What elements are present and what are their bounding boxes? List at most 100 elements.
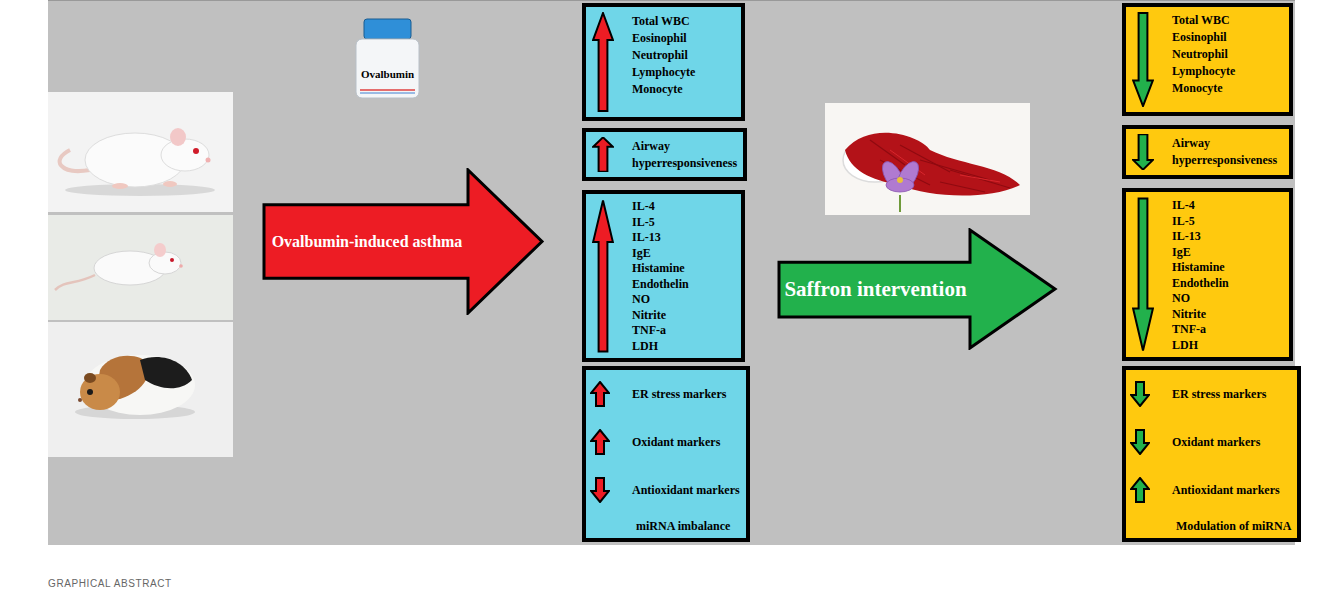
finding-item: TNF-a xyxy=(1172,322,1283,338)
trend-arrow xyxy=(1132,197,1154,352)
finding-list: Airway hyperresponsiveness xyxy=(1126,129,1289,173)
finding-item: Total WBC xyxy=(1172,12,1283,29)
finding-item: ER stress markers xyxy=(632,387,732,402)
finding-item: ER stress markers xyxy=(1172,387,1272,402)
finding-item: Lymphocyte xyxy=(1172,63,1283,80)
finding-item: Neutrophil xyxy=(632,47,735,64)
finding-box: IL-4IL-5IL-13IgEHistamineEndothelinNONit… xyxy=(582,190,745,362)
finding-item: NO xyxy=(632,292,735,308)
finding-row: ER stress markers xyxy=(1126,370,1297,418)
bottle-stripe xyxy=(360,89,415,91)
finding-item: Monocyte xyxy=(1172,80,1283,97)
finding-item: Eosinophil xyxy=(632,30,735,47)
arrow-shape xyxy=(1131,430,1149,454)
finding-item: IgE xyxy=(1172,245,1283,261)
finding-box: IL-4IL-5IL-13IgEHistamineEndothelinNONit… xyxy=(1122,188,1293,361)
finding-row: miRNA imbalance xyxy=(586,514,746,538)
finding-item: IL-5 xyxy=(632,215,735,231)
saffron-photo xyxy=(825,103,1030,215)
finding-item: Endothelin xyxy=(632,277,735,293)
finding-list: Total WBCEosinophilNeutrophilLymphocyteM… xyxy=(586,7,741,102)
finding-item: Lymphocyte xyxy=(632,64,735,81)
trend-arrow xyxy=(1132,12,1154,107)
caption: GRAPHICAL ABSTRACT xyxy=(48,578,172,589)
trend-arrow-small xyxy=(1130,381,1150,407)
finding-box: ER stress markersOxidant markersAntioxid… xyxy=(1122,366,1301,542)
trend-arrow xyxy=(1132,134,1154,170)
finding-item: Total WBC xyxy=(632,13,735,30)
finding-list: Airway hyperresponsiveness xyxy=(586,132,743,176)
finding-item: Histamine xyxy=(632,261,735,277)
trend-arrow xyxy=(592,12,614,112)
finding-item: Endothelin xyxy=(1172,276,1283,292)
finding-box: ER stress markersOxidant markersAntioxid… xyxy=(582,366,750,542)
finding-item: Nitrite xyxy=(1172,307,1283,323)
finding-item: Oxidant markers xyxy=(632,435,726,450)
arrow-shape xyxy=(593,201,613,352)
finding-item: IL-13 xyxy=(1172,229,1283,245)
arrow-shape xyxy=(779,230,1055,348)
finding-row: Modulation of miRNA xyxy=(1126,514,1297,538)
arrow-shape xyxy=(1133,13,1153,106)
arrow-shape xyxy=(1131,382,1149,406)
finding-box: Total WBCEosinophilNeutrophilLymphocyteM… xyxy=(582,3,745,121)
arrow-shape xyxy=(591,478,609,502)
arrow-label: Saffron intervention xyxy=(784,277,966,302)
trend-arrow-small xyxy=(590,477,610,503)
trend-arrow-small xyxy=(590,381,610,407)
arrow-shape xyxy=(1133,134,1153,169)
finding-item: Antioxidant markers xyxy=(632,483,746,498)
arrow-label: Ovalbumin-induced asthma xyxy=(272,233,463,251)
rat-photo xyxy=(48,92,233,212)
finding-item: miRNA imbalance xyxy=(636,519,736,534)
process-arrow: Saffron intervention xyxy=(777,228,1058,350)
finding-box: Airway hyperresponsiveness xyxy=(582,128,747,181)
finding-item: IL-4 xyxy=(1172,198,1283,214)
finding-item: Monocyte xyxy=(632,81,735,98)
finding-item: Histamine xyxy=(1172,260,1283,276)
arrow-shape xyxy=(593,137,613,171)
finding-item: Oxidant markers xyxy=(1172,435,1266,450)
bottle-shape xyxy=(350,18,425,100)
arrow-shape xyxy=(591,382,609,406)
finding-item: IL-4 xyxy=(632,199,735,215)
finding-item: Antioxidant markers xyxy=(1172,483,1286,498)
arrow-shape xyxy=(1131,478,1149,502)
bottle-body xyxy=(356,39,419,98)
trend-arrow-small xyxy=(1130,429,1150,455)
finding-row: Oxidant markers xyxy=(586,418,746,466)
finding-item: Nitrite xyxy=(632,308,735,324)
reagent-bottle: Ovalbumin xyxy=(350,18,425,100)
finding-item: IgE xyxy=(632,246,735,262)
process-arrow: Ovalbumin-induced asthma xyxy=(262,168,545,315)
arrow-shape xyxy=(264,170,542,313)
finding-item: TNF-a xyxy=(632,323,735,339)
trend-arrow xyxy=(592,199,614,353)
bottle-cap xyxy=(364,19,411,39)
trend-arrow xyxy=(592,137,614,172)
finding-item: Modulation of miRNA xyxy=(1176,519,1297,534)
finding-row: Oxidant markers xyxy=(1126,418,1297,466)
finding-item: Neutrophil xyxy=(1172,46,1283,63)
arrow-label-area: Saffron intervention xyxy=(781,262,970,317)
finding-item: Airway hyperresponsiveness xyxy=(632,138,737,172)
finding-item: Airway hyperresponsiveness xyxy=(1172,135,1277,169)
trend-arrow-small xyxy=(590,429,610,455)
arrow-shape xyxy=(593,13,613,111)
finding-item: IL-13 xyxy=(632,230,735,246)
finding-item: Eosinophil xyxy=(1172,29,1283,46)
finding-list: IL-4IL-5IL-13IgEHistamineEndothelinNONit… xyxy=(586,194,741,358)
mouse-photo xyxy=(48,215,233,320)
arrow-label-area: Ovalbumin-induced asthma xyxy=(266,205,468,279)
finding-row: Antioxidant markers xyxy=(1126,466,1297,514)
finding-item: NO xyxy=(1172,291,1283,307)
finding-row: Antioxidant markers xyxy=(586,466,746,514)
finding-row: ER stress markers xyxy=(586,370,746,418)
finding-item: LDH xyxy=(1172,338,1283,354)
finding-list: IL-4IL-5IL-13IgEHistamineEndothelinNONit… xyxy=(1126,192,1289,357)
bottle-stripe xyxy=(360,92,415,93)
arrow-shape xyxy=(1133,199,1153,351)
guinea-pig-photo xyxy=(48,322,233,457)
finding-item: IL-5 xyxy=(1172,214,1283,230)
bottle-label: Ovalbumin xyxy=(350,64,425,82)
